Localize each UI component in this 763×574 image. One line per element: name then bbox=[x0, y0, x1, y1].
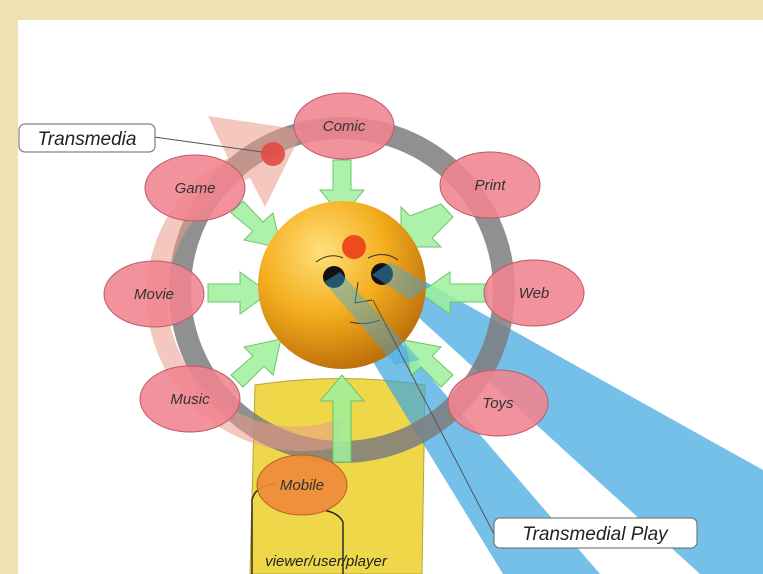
node-mobile-label: Mobile bbox=[280, 477, 324, 494]
transmedia-callout-label: Transmedia bbox=[38, 129, 137, 150]
node-mobile: Mobile bbox=[256, 454, 348, 516]
arrow-toys bbox=[403, 339, 454, 388]
media-nodes: Comic Print Web Toys Music bbox=[103, 92, 585, 516]
node-game-label: Game bbox=[175, 180, 216, 197]
eye-left bbox=[323, 266, 345, 288]
node-movie-label: Movie bbox=[134, 286, 174, 303]
node-music-label: Music bbox=[170, 391, 210, 408]
mouth bbox=[349, 319, 381, 325]
arrow-music bbox=[230, 338, 282, 388]
node-print-label: Print bbox=[475, 177, 507, 194]
transmedia-arrow-dot bbox=[261, 142, 285, 166]
arrow-game bbox=[230, 200, 282, 249]
gaze-beam-left-face bbox=[324, 272, 420, 365]
node-music: Music bbox=[139, 365, 241, 433]
eye-right bbox=[371, 263, 393, 285]
figure-head bbox=[258, 201, 426, 369]
node-comic: Comic bbox=[293, 92, 395, 160]
arrow-web bbox=[419, 271, 488, 315]
node-toys: Toys bbox=[447, 369, 549, 437]
transmedia-callout-box bbox=[18, 123, 156, 153]
node-web-label: Web bbox=[519, 285, 550, 302]
transmedial-play-leader-line bbox=[372, 299, 495, 535]
gaze-beam-right-face bbox=[372, 262, 430, 300]
transmedial-play-callout-label: Transmedial Play bbox=[522, 524, 669, 545]
node-game: Game bbox=[144, 154, 246, 222]
transmedial-play-callout-box bbox=[493, 517, 698, 549]
node-movie: Movie bbox=[103, 260, 205, 328]
arrow-mobile bbox=[318, 374, 366, 463]
node-toys-label: Toys bbox=[482, 395, 514, 412]
inbound-arrows bbox=[207, 159, 488, 463]
node-comic-label: Comic bbox=[323, 118, 366, 135]
eyebrow-right bbox=[367, 254, 399, 261]
figure-caption: viewer/user/player bbox=[265, 553, 388, 570]
eyebrow-left bbox=[315, 255, 344, 263]
nose bbox=[354, 281, 373, 304]
transmedia-leader-line bbox=[153, 136, 263, 153]
gaze-beam-right bbox=[372, 262, 763, 574]
node-web: Web bbox=[483, 259, 585, 327]
forehead-dot bbox=[342, 235, 366, 259]
node-print: Print bbox=[439, 151, 541, 219]
arrow-print bbox=[400, 203, 454, 248]
arrow-movie bbox=[207, 271, 270, 315]
